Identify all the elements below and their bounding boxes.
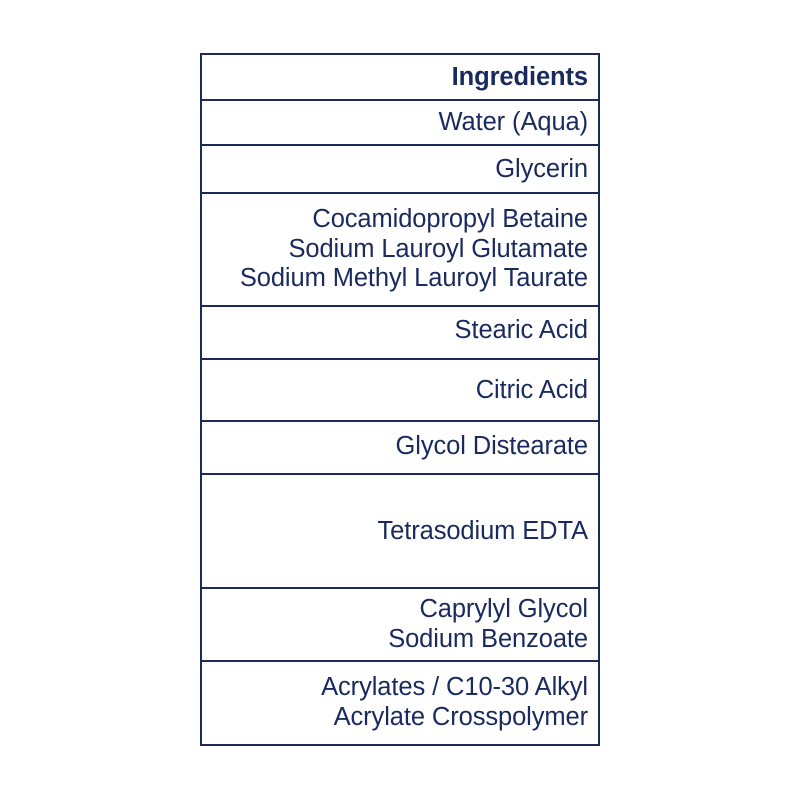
ingredient-label: Citric Acid — [475, 375, 588, 404]
ingredient-label: Glycerin — [495, 154, 588, 183]
table-header-row: Ingredients — [202, 55, 598, 101]
table-row: Stearic Acid — [202, 307, 598, 360]
ingredient-label: Cocamidopropyl Betaine Sodium Lauroyl Gl… — [239, 204, 588, 293]
table-row: Tetrasodium EDTA — [202, 475, 598, 589]
table-row: Acrylates / C10-30 Alkyl Acrylate Crossp… — [202, 662, 598, 744]
table-row: Water (Aqua) — [202, 101, 598, 146]
ingredient-label: Water (Aqua) — [438, 108, 589, 137]
ingredients-table: Ingredients Water (Aqua) Glycerin Cocami… — [200, 53, 600, 746]
table-row: Glycerin — [202, 146, 598, 194]
ingredient-label: Tetrasodium EDTA — [377, 516, 589, 545]
table-row: Citric Acid — [202, 360, 598, 422]
table-row: Glycol Distearate — [202, 422, 598, 475]
ingredient-label: Glycol Distearate — [395, 432, 589, 461]
ingredient-label: Acrylates / C10-30 Alkyl Acrylate Crossp… — [321, 673, 588, 731]
ingredient-label: Stearic Acid — [454, 316, 589, 345]
column-header-ingredients: Ingredients — [451, 62, 588, 91]
table-row: Caprylyl Glycol Sodium Benzoate — [202, 589, 598, 662]
table-row: Cocamidopropyl Betaine Sodium Lauroyl Gl… — [202, 194, 598, 307]
ingredient-label: Caprylyl Glycol Sodium Benzoate — [388, 594, 588, 653]
